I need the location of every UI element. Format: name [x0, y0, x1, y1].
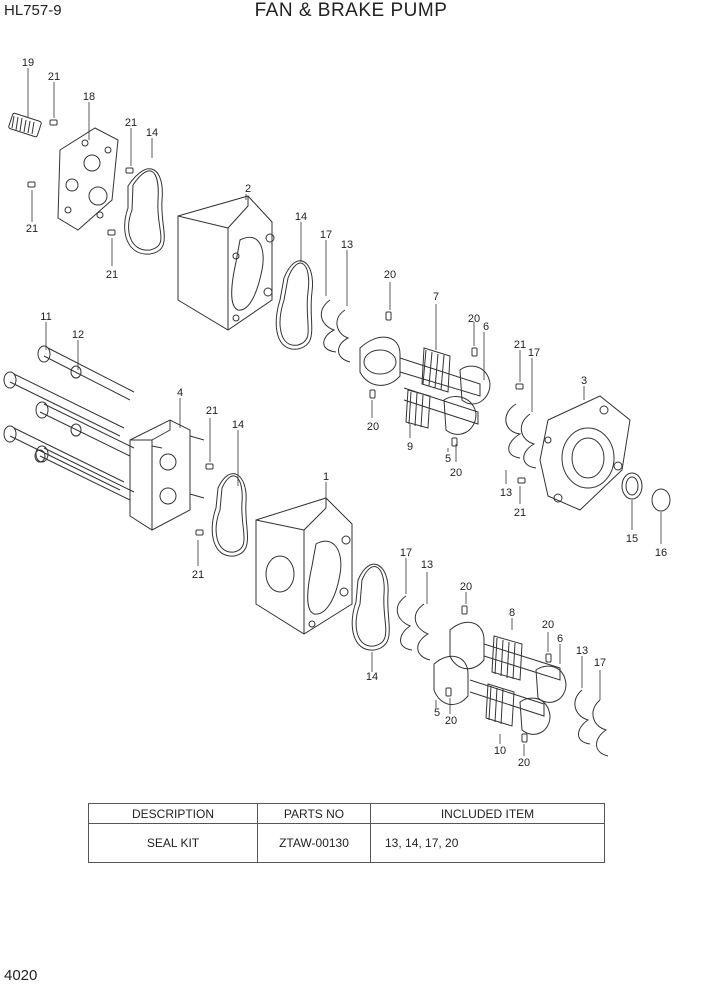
callout-17: 17	[594, 657, 606, 669]
callout-19: 19	[22, 57, 34, 69]
callout-17: 17	[320, 229, 332, 241]
cell-description: SEAL KIT	[88, 823, 258, 863]
part-seal-14-a	[128, 170, 162, 251]
callout-21: 21	[514, 507, 526, 519]
page-number: 4020	[4, 967, 38, 984]
callout-13: 13	[341, 239, 353, 251]
col-description: DESCRIPTION	[88, 803, 258, 824]
part-gear-9	[403, 387, 479, 435]
callout-2: 2	[245, 183, 251, 195]
part-seal-14-d	[355, 566, 387, 647]
callout-17: 17	[528, 347, 540, 359]
callout-21: 21	[26, 223, 38, 235]
part-snapring-13-a	[336, 309, 351, 363]
callout-21: 21	[125, 117, 137, 129]
col-included-item: INCLUDED ITEM	[370, 803, 605, 824]
callout-12: 12	[72, 329, 84, 341]
callout-17: 17	[400, 547, 412, 559]
part-snapring-17-d	[592, 699, 609, 757]
callout-20: 20	[468, 313, 480, 325]
model-code: HL757-9	[4, 2, 62, 19]
callout-14: 14	[366, 671, 378, 683]
parts-table-header: DESCRIPTION PARTS NO INCLUDED ITEM	[88, 803, 605, 824]
part-gear-10	[433, 655, 551, 735]
callout-20: 20	[460, 581, 472, 593]
part-cover-3	[539, 395, 631, 511]
part-gear-7	[359, 336, 491, 405]
part-fitting-19	[8, 112, 42, 138]
callout-11: 11	[40, 311, 51, 323]
part-snapring-17-b	[520, 413, 537, 469]
callout-10: 10	[494, 745, 506, 757]
callout-16: 16	[655, 547, 667, 559]
part-snapring-17-a	[320, 299, 337, 353]
callout-4: 4	[177, 387, 183, 399]
part-body-1	[255, 497, 353, 635]
cell-included-item: 13, 14, 17, 20	[370, 823, 605, 863]
callout-labels: 19 21 18 21 14 2 21 21 14 17 13 20 7 20 …	[22, 57, 667, 769]
callout-6: 6	[483, 321, 489, 333]
part-body-2	[177, 195, 275, 331]
callout-20: 20	[367, 421, 379, 433]
part-gear-8	[449, 621, 567, 703]
part-snapring-16	[651, 488, 671, 512]
callout-14: 14	[232, 419, 244, 431]
part-seal-14-c	[215, 475, 245, 553]
callout-1: 1	[323, 471, 329, 483]
callout-20: 20	[384, 269, 396, 281]
callout-3: 3	[581, 375, 587, 387]
callout-5: 5	[445, 453, 451, 465]
callout-14: 14	[146, 127, 158, 139]
part-plate-4	[129, 419, 205, 531]
part-snapring-13-d	[574, 689, 591, 745]
callout-21: 21	[206, 405, 218, 417]
callout-14: 14	[295, 211, 307, 223]
callout-leaders	[27, 68, 662, 756]
col-parts-no: PARTS NO	[257, 803, 371, 824]
callout-6: 6	[557, 633, 563, 645]
callout-15: 15	[626, 533, 638, 545]
callout-18: 18	[83, 91, 95, 103]
callout-21: 21	[48, 71, 60, 83]
callout-21: 21	[514, 339, 526, 351]
callout-9: 9	[407, 441, 413, 453]
part-plate-18	[57, 127, 119, 231]
callout-8: 8	[509, 607, 515, 619]
part-snapring-13-c	[414, 603, 431, 661]
callout-5: 5	[434, 707, 440, 719]
callout-20: 20	[450, 467, 462, 479]
part-snapring-17-c	[396, 595, 413, 651]
callout-7: 7	[433, 291, 439, 303]
part-oilseal-15	[621, 472, 643, 500]
callout-13: 13	[500, 487, 512, 499]
table-row: SEAL KIT ZTAW-00130 13, 14, 17, 20	[88, 823, 605, 863]
callout-21: 21	[192, 569, 204, 581]
part-snapring-13-b	[505, 403, 522, 459]
exploded-diagram: 19 21 18 21 14 2 21 21 14 17 13 20 7 20 …	[3, 57, 671, 769]
parts-table: DESCRIPTION PARTS NO INCLUDED ITEM SEAL …	[88, 803, 605, 863]
callout-20: 20	[542, 619, 554, 631]
callout-13: 13	[421, 559, 433, 571]
callout-13: 13	[576, 645, 588, 657]
page-title: FAN & BRAKE PUMP	[254, 0, 448, 21]
callout-20: 20	[445, 715, 457, 727]
part-dowel-pins	[27, 119, 552, 743]
part-bolts-11-12	[3, 345, 135, 501]
part-seal-14-b	[279, 262, 310, 346]
cell-parts-no: ZTAW-00130	[257, 823, 371, 863]
callout-20: 20	[518, 757, 530, 769]
callout-21: 21	[106, 269, 118, 281]
